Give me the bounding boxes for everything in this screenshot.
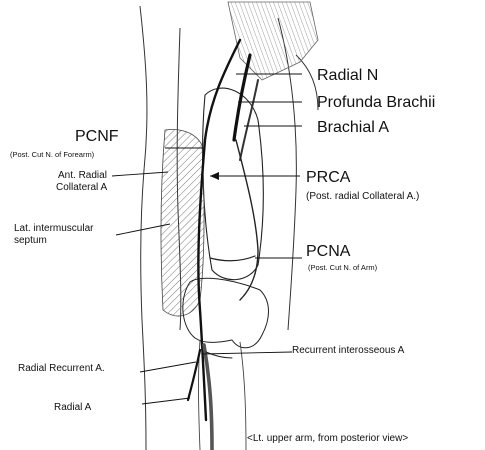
label-brachial-a: Brachial A bbox=[317, 119, 389, 136]
pcna-branch bbox=[210, 256, 255, 261]
label-lat-septum-1: Lat. intermuscular bbox=[14, 223, 94, 234]
label-prca-sub: (Post. radial Collateral A.) bbox=[306, 191, 419, 202]
labels: Radial N Profunda Brachii Brachial A PCN… bbox=[10, 67, 435, 444]
label-profunda-brachii: Profunda Brachii bbox=[317, 94, 435, 111]
label-prca: PRCA bbox=[306, 169, 351, 186]
label-pcna: PCNA bbox=[306, 243, 351, 260]
label-lat-septum-2: septum bbox=[14, 235, 47, 246]
label-radial-n: Radial N bbox=[317, 67, 378, 84]
label-pcnf: PCNF bbox=[75, 128, 119, 145]
humerus-shaft bbox=[203, 88, 264, 280]
caption: <Lt. upper arm, from posterior view> bbox=[247, 433, 408, 444]
label-radial-recurrent: Radial Recurrent A. bbox=[18, 363, 105, 374]
label-pcna-sub: (Post. Cut N. of Arm) bbox=[308, 263, 378, 272]
prca-vessel bbox=[236, 140, 258, 300]
label-recurrent-interosseous: Recurrent interosseous A bbox=[292, 345, 405, 356]
label-radial-a: Radial A bbox=[54, 402, 92, 413]
shoulder-muscle bbox=[228, 2, 318, 80]
label-ant-radial-1: Ant. Radial bbox=[58, 170, 107, 181]
label-pcnf-sub: (Post. Cut N. of Forearm) bbox=[10, 150, 95, 159]
recurrent-interosseous-vessel bbox=[206, 352, 232, 358]
label-ant-radial-2: Collateral A bbox=[56, 182, 107, 193]
